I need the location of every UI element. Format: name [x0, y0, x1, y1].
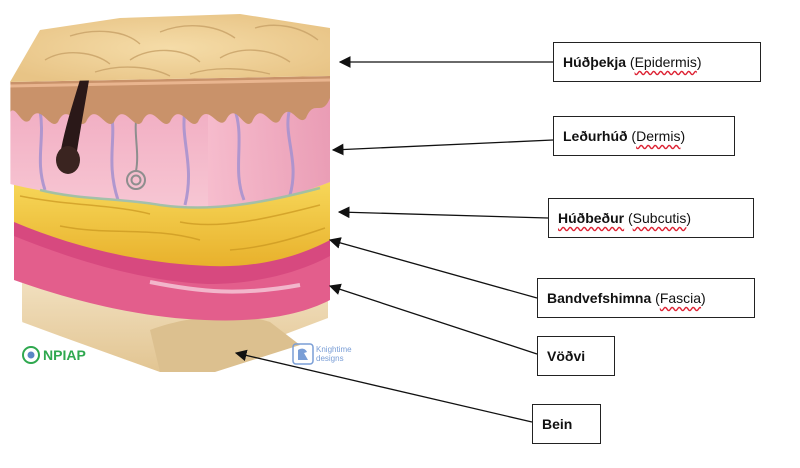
- bone-spongy-end: [150, 316, 300, 372]
- label-epidermis: Húðþekja (Epidermis): [553, 42, 761, 82]
- label-subcutis-term: Subcutis: [632, 210, 687, 226]
- knightime-emblem-icon: [292, 343, 314, 365]
- leader-arrows: [234, 56, 554, 423]
- fascia-layer: [14, 218, 330, 284]
- knightime-logo: Knightime designs: [292, 342, 352, 366]
- knightime-logo-line1: Knightime: [316, 345, 352, 354]
- arrow-bone: [234, 349, 533, 423]
- label-dermis-term: Dermis: [636, 128, 681, 144]
- label-dermis-name: Leðurhúð: [563, 128, 628, 144]
- knightime-logo-line2: designs: [316, 354, 344, 363]
- label-fascia-term: Fascia: [659, 290, 702, 306]
- arrow-dermis: [331, 139, 554, 156]
- arrow-subcutis: [337, 206, 549, 219]
- label-bone: Bein: [532, 404, 601, 444]
- label-epidermis-name: Húðþekja: [563, 54, 627, 70]
- subcutis-layer: [14, 180, 330, 267]
- label-subcutis-name: Húðbeður: [558, 210, 625, 226]
- label-bone-name: Bein: [542, 416, 573, 432]
- label-fascia: Bandvefshimna (Fascia): [537, 278, 755, 318]
- label-fascia-name: Bandvefshimna: [547, 290, 652, 306]
- npiap-emblem-icon: [22, 346, 40, 364]
- skin-surface: [10, 14, 330, 82]
- label-muscle: Vöðvi: [537, 336, 615, 376]
- npiap-logo: NPIAP: [22, 346, 86, 364]
- label-epidermis-term: Epidermis: [634, 54, 697, 70]
- muscle-layer: [14, 228, 330, 321]
- label-subcutis: Húðbeður (Subcutis): [548, 198, 754, 238]
- epidermis-layer: [10, 76, 330, 124]
- arrow-fascia: [328, 237, 538, 299]
- label-muscle-name: Vöðvi: [547, 348, 586, 364]
- blood-vessels: [38, 107, 321, 209]
- npiap-logo-text: NPIAP: [43, 347, 86, 363]
- arrow-muscle: [328, 283, 538, 355]
- label-dermis: Leðurhúð (Dermis): [553, 116, 735, 156]
